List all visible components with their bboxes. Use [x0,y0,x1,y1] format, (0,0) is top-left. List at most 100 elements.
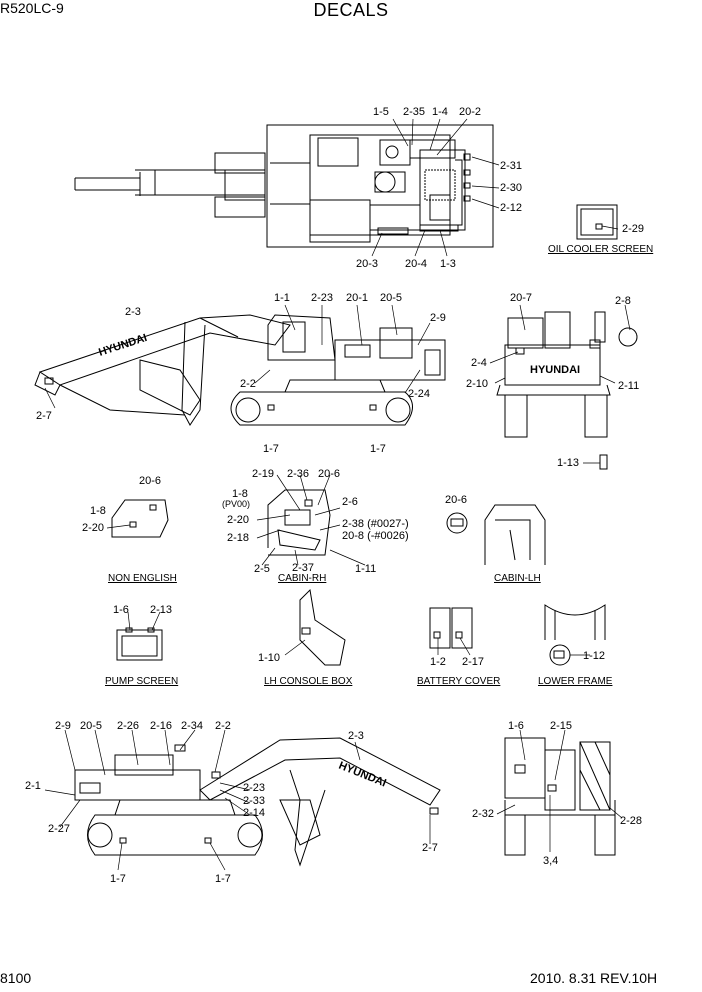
section-title-non-english: NON ENGLISH [108,573,177,584]
callout-label: 2-14 [243,807,266,819]
section-title-cabin-lh: CABIN-LH [494,573,541,584]
callout-label: 2-18 [227,532,250,544]
callout-label: 2-11 [618,380,640,392]
callout-label: 20-4 [405,258,428,270]
callout-label: 20-5 [80,720,103,732]
cabin-rh-drawing [268,490,330,555]
callout-label: 1-7 [215,873,231,885]
callout-label: 2-32 [472,808,495,820]
revision-date: 2010. 8.31 REV.10H [530,970,658,986]
callout-label: 2-4 [471,357,487,369]
callout-label: 2-6 [342,496,358,508]
section-title-oil-cooler-screen: OIL COOLER SCREEN [548,244,654,255]
callout-label: 2-7 [36,410,52,422]
callout-label: 2-33 [243,795,266,807]
callout-label: 1-6 [508,720,524,732]
callout-label: 1-7 [110,873,126,885]
callout-label: 2-24 [408,388,431,400]
callout-label: 1-2 [430,656,446,668]
rear-view-drawing [497,312,637,469]
callout-label: 2-20 [227,514,250,526]
callout-label: 2-37 [292,562,315,574]
callout-label: 2-29 [622,223,645,235]
callout-label: 2-2 [240,378,256,390]
callout-label: 2-23 [311,292,334,304]
section-title-lh-console-box: LH CONSOLE BOX [264,676,353,687]
callout-label: 1-3 [440,258,456,270]
callout-label: 20-5 [380,292,403,304]
lh-console-drawing [300,590,345,665]
callout-label: 2-1 [25,780,41,792]
callout-label: 2-13 [150,604,173,616]
section-title-lower-frame: LOWER FRAME [538,676,613,687]
callout-label: 1-5 [373,106,389,118]
callout-label: 2-16 [150,720,173,732]
callout-label: 1-13 [557,457,580,469]
callout-label: 1-12 [583,650,606,662]
cabin-lh-drawing [447,505,545,565]
callout-label: 2-35 [403,106,426,118]
left-view-drawing [75,738,440,865]
callout-label: 20-6 [318,468,341,480]
callout-label: 2-2 [215,720,231,732]
battery-cover-drawing [430,608,472,648]
callout-label: 2-19 [252,468,275,480]
callout-label: 2-8 [615,295,631,307]
hyundai-decal-boom-upper: HYUNDAI [97,332,148,359]
callout-label: (PV00) [222,499,251,509]
callout-label: 20-3 [356,258,379,270]
callout-label: 1-7 [370,443,386,455]
hyundai-decal-boom-lower: HYUNDAI [337,760,388,790]
callout-label: 2-30 [500,182,523,194]
section-title-battery-cover: BATTERY COVER [417,676,501,687]
callout-label: 20-8 (-#0026) [342,530,409,542]
callout-label: 2-27 [48,823,71,835]
callout-label: 2-36 [287,468,310,480]
callout-label: 2-34 [181,720,204,732]
callout-label: 1-11 [355,563,377,575]
callout-label: 20-6 [445,494,468,506]
callout-label: 2-9 [430,312,446,324]
callout-label: 2-5 [254,563,270,575]
callout-label: 2-38 (#0027-) [342,518,409,530]
callout-label: 1-8 [90,505,106,517]
pump-screen-drawing [117,628,162,660]
callout-label: 1-7 [263,443,279,455]
callout-label: 1-4 [432,106,448,118]
callout-label: 2-12 [500,202,523,214]
callout-label: 2-28 [620,815,643,827]
callout-label: 1-10 [258,652,281,664]
callout-label: 2-10 [466,378,489,390]
top-view-drawing [75,125,493,247]
callout-label: 2-15 [550,720,573,732]
callout-label: 1-6 [113,604,129,616]
leader-lines [45,119,630,870]
non-english-drawing [112,500,168,537]
callout-label: 2-23 [243,782,266,794]
page-number: 8100 [0,970,32,986]
callout-label: 1-8 [232,488,248,500]
callout-label: 1-1 [274,292,290,304]
callout-label: 2-26 [117,720,140,732]
callout-label: 20-6 [139,475,162,487]
callout-label: 20-2 [459,106,482,118]
callout-label: 2-3 [125,306,141,318]
callout-label: 2-7 [422,842,438,854]
callout-label: 20-7 [510,292,533,304]
page-title: DECALS [313,0,389,20]
oil-cooler-screen-drawing [577,205,617,239]
hyundai-decal-rear: HYUNDAI [530,364,580,376]
callout-label: 2-9 [55,720,71,732]
callout-label: 20-1 [346,292,369,304]
callout-label: 2-3 [348,730,364,742]
section-title-pump-screen: PUMP SCREEN [105,676,179,687]
section-title-cabin-rh: CABIN-RH [278,573,327,584]
model-number: R520LC-9 [0,0,64,16]
callout-label: 2-17 [462,656,485,668]
callout-label: 3,4 [543,855,559,867]
front-view-drawing [505,738,615,855]
callout-label: 2-20 [82,522,105,534]
callout-label: 2-31 [500,160,523,172]
side-view-drawing [35,315,445,425]
